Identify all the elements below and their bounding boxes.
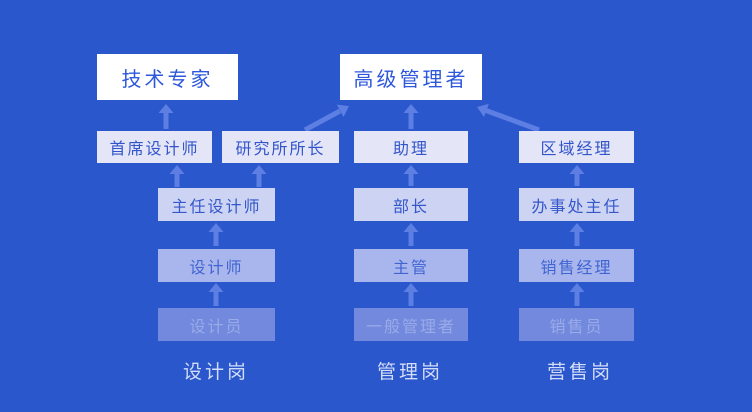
arrow-supervisor-to-dept	[403, 223, 419, 246]
track-label-sales: 营售岗	[546, 362, 613, 383]
arrow-chief-to-tech	[158, 104, 174, 129]
node-institute-director: 研究所所长	[222, 131, 339, 163]
arrow-assistant-to-senior	[403, 104, 419, 129]
arrow-junior-to-designer	[208, 283, 224, 306]
arrow-dept-to-assistant	[403, 165, 419, 186]
arrow-salesperson-to-salesmgr	[569, 283, 585, 306]
track-label-management: 管理岗	[376, 362, 443, 383]
node-designer: 设计师	[158, 249, 275, 282]
node-assistant: 助理	[354, 131, 468, 163]
node-salesperson: 销售员	[519, 308, 634, 341]
node-general-manager: 一般管理者	[354, 308, 468, 341]
arrow-designer-to-lead	[208, 223, 224, 246]
arrow-institute-to-senior	[303, 104, 349, 133]
node-junior-designer: 设计员	[158, 308, 275, 341]
arrow-lead-to-institute	[251, 165, 267, 187]
node-office-director: 办事处主任	[519, 188, 634, 221]
node-senior-manager: 高级管理者	[340, 54, 482, 100]
node-chief-designer: 首席设计师	[97, 131, 212, 163]
track-label-design: 设计岗	[182, 362, 249, 383]
node-department-head: 部长	[354, 188, 468, 221]
arrow-salesmgr-to-office	[569, 223, 585, 246]
arrow-lead-to-chief	[169, 165, 185, 187]
node-lead-designer: 主任设计师	[158, 188, 275, 221]
node-regional-manager: 区域经理	[519, 131, 634, 163]
arrow-office-to-regional	[569, 165, 585, 186]
node-sales-manager: 销售经理	[519, 249, 634, 282]
arrow-genmgr-to-supervisor	[403, 283, 419, 306]
node-tech-expert: 技术专家	[97, 54, 238, 100]
arrow-regional-to-senior	[477, 103, 540, 133]
node-supervisor: 主管	[354, 249, 468, 282]
